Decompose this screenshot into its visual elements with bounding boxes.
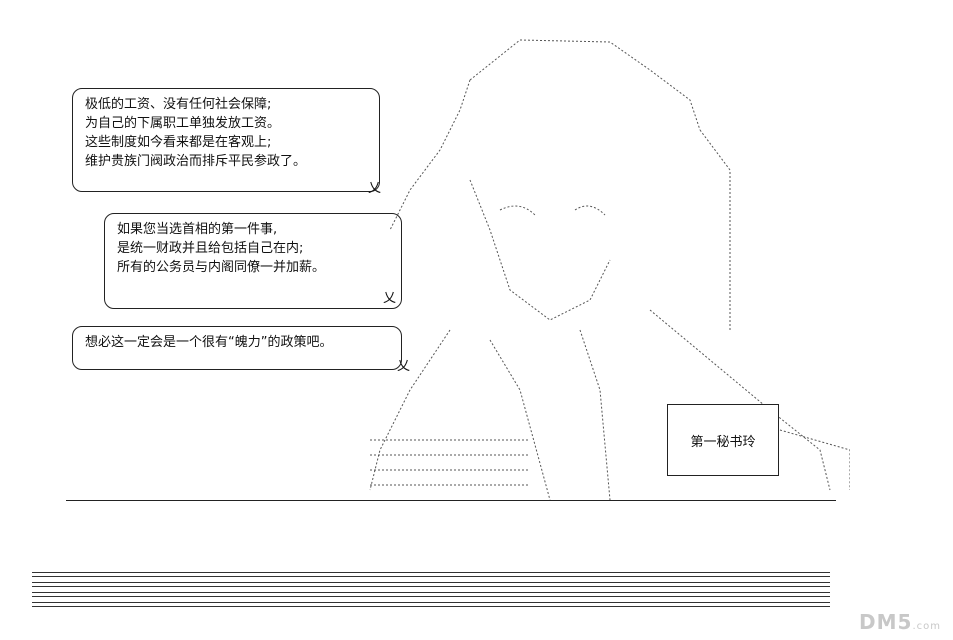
double-rule-3	[32, 592, 830, 597]
floor-line	[66, 500, 836, 501]
bubble-2-tail: 乂	[383, 291, 397, 306]
hair-outline-left-lower	[389, 79, 471, 231]
bubble-1-line-4: 维护贵族门阀政治而排斥平民参政了。	[85, 154, 307, 169]
bubble-1-line-3: 这些制度如今看来都是在客观上;	[85, 135, 272, 150]
bubble-2-line-3: 所有的公务员与内阁同僚一并加薪。	[117, 260, 326, 275]
speech-bubble-3: 想必这一定会是一个很有“魄力”的政策吧。	[72, 326, 402, 370]
face-outline	[469, 179, 611, 321]
right-eye	[574, 205, 606, 216]
body-left	[369, 329, 451, 491]
double-rule-1	[32, 572, 830, 577]
coat-fold-1	[489, 339, 551, 501]
bubble-3-tail: 乂	[397, 359, 411, 374]
bubble-1-tail: 乂	[368, 181, 382, 196]
site-watermark: DM5.com	[859, 610, 941, 634]
left-eye	[499, 205, 536, 216]
book-stack	[370, 439, 530, 486]
nameplate-sign: 第一秘书玲	[667, 404, 779, 476]
bubble-1-line-1: 极低的工资、没有任何社会保障;	[85, 97, 272, 112]
watermark-brand: DM5	[859, 610, 913, 634]
double-rule-4	[32, 602, 830, 607]
double-rule-2	[32, 582, 830, 587]
arm-right	[779, 429, 851, 490]
hair-outline-right	[699, 129, 731, 330]
nameplate-label: 第一秘书玲	[690, 434, 756, 450]
hair-outline-top	[519, 39, 701, 131]
coat-fold-2	[579, 329, 611, 501]
bubble-3-line-1: 想必这一定会是一个很有“魄力”的政策吧。	[85, 335, 333, 350]
speech-bubble-2: 如果您当选首相的第一件事, 是统一财政并且给包括自己在内; 所有的公务员与内阁同…	[104, 213, 402, 309]
watermark-suffix: .com	[912, 621, 941, 632]
bubble-2-line-2: 是统一财政并且给包括自己在内;	[117, 241, 304, 256]
hair-outline-left	[469, 39, 521, 81]
speech-bubble-1: 极低的工资、没有任何社会保障; 为自己的下属职工单独发放工资。 这些制度如今看来…	[72, 88, 380, 192]
bubble-2-line-1: 如果您当选首相的第一件事,	[117, 222, 278, 237]
bubble-1-line-2: 为自己的下属职工单独发放工资。	[85, 116, 281, 131]
